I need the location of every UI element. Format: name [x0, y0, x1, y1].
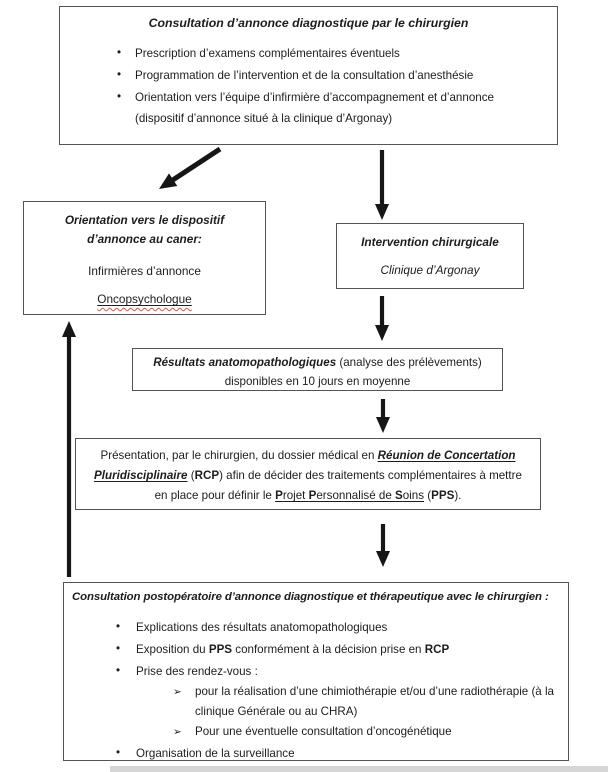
- bullet-icon: •: [117, 46, 122, 59]
- bullet-text: Organisation de la surveillance: [136, 747, 295, 760]
- box-title: Consultation postopératoire d’annonce di…: [72, 591, 549, 603]
- arrow-rcp-to-postop: [376, 524, 390, 567]
- list-item: • Organisation de la surveillance: [116, 743, 554, 764]
- arrow-resultats-to-rcp: [376, 399, 390, 433]
- bullet-text: Explications des résultats anatomopathol…: [136, 621, 388, 634]
- bullet-icon: •: [116, 746, 121, 759]
- arrow-top-to-orientation-diagonal: [159, 146, 222, 189]
- list-item: • Programmation de l’intervention et de …: [117, 65, 545, 86]
- orientation-item-infirmieres: Infirmières d’annonce: [88, 264, 201, 278]
- list-item: • Prescription d’examens complémentaires…: [117, 43, 545, 64]
- list-item: ➢ pour la réalisation d’une chimiothérap…: [173, 682, 554, 722]
- arrow-top-to-intervention: [375, 150, 389, 220]
- box-presentation-rcp: Présentation, par le chirurgien, du doss…: [75, 438, 541, 510]
- list-item: • Exposition du PPS conformément à la dé…: [116, 639, 554, 660]
- box-text: Résultats anatomopathologiques (analyse …: [153, 356, 482, 388]
- box-subtitle: Clinique d’Argonay: [380, 263, 480, 277]
- bullet-text: Pour une éventuelle consultation d’oncog…: [195, 725, 452, 738]
- bullet-text: Programmation de l’intervention et de la…: [135, 69, 474, 82]
- list-item: • Orientation vers l’équipe d’infirmière…: [117, 87, 545, 129]
- bullet-text: Prescription d’examens complémentaires é…: [135, 47, 400, 60]
- box-resultats-anatomopathologiques: Résultats anatomopathologiques (analyse …: [132, 348, 503, 391]
- box-text: Présentation, par le chirurgien, du doss…: [94, 449, 522, 502]
- box-consultation-postoperatoire: Consultation postopératoire d’annonce di…: [63, 582, 569, 761]
- bullet-text: Exposition du PPS conformément à la déci…: [136, 643, 450, 656]
- box-title: Orientation vers le dispositif d’annonce…: [64, 213, 225, 246]
- bullet-text: pour la réalisation d’une chimiothérapie…: [195, 685, 554, 718]
- box-intervention-chirurgicale: Intervention chirurgicale Clinique d’Arg…: [336, 223, 524, 289]
- box-title: Intervention chirurgicale: [361, 235, 499, 249]
- arrow-postop-to-orientation-up: [62, 321, 76, 577]
- bullet-list: • Prescription d’examens complémentaires…: [117, 43, 545, 129]
- bullet-icon: •: [116, 620, 121, 633]
- box-orientation-dispositif-annonce: Orientation vers le dispositif d’annonce…: [23, 201, 266, 315]
- orientation-item-oncopsychologue: Oncopsychologue: [97, 292, 192, 306]
- arrow-intervention-to-resultats: [375, 296, 389, 341]
- box-title: Consultation d’annonce diagnostique par …: [148, 16, 469, 30]
- list-item: • Explications des résultats anatomopath…: [116, 617, 554, 638]
- box-consultation-annonce-diagnostique: Consultation d’annonce diagnostique par …: [59, 6, 558, 145]
- screen-edge-artifact: [110, 766, 608, 772]
- bullet-icon: •: [117, 68, 122, 81]
- list-item: ➢ Pour une éventuelle consultation d’onc…: [173, 722, 554, 742]
- arrowhead-bullet-icon: ➢: [173, 726, 182, 738]
- bullet-text: Orientation vers l’équipe d’infirmière d…: [135, 91, 494, 125]
- arrowhead-bullet-icon: ➢: [173, 686, 182, 698]
- bullet-icon: •: [116, 642, 121, 655]
- list-item: • Prise des rendez-vous : ➢ pour la réal…: [116, 661, 554, 742]
- sub-bullet-list: ➢ pour la réalisation d’une chimiothérap…: [173, 682, 554, 742]
- bullet-text: Prise des rendez-vous :: [136, 665, 258, 678]
- bullet-list: • Explications des résultats anatomopath…: [116, 617, 554, 764]
- bullet-icon: •: [117, 90, 122, 103]
- bullet-icon: •: [116, 664, 121, 677]
